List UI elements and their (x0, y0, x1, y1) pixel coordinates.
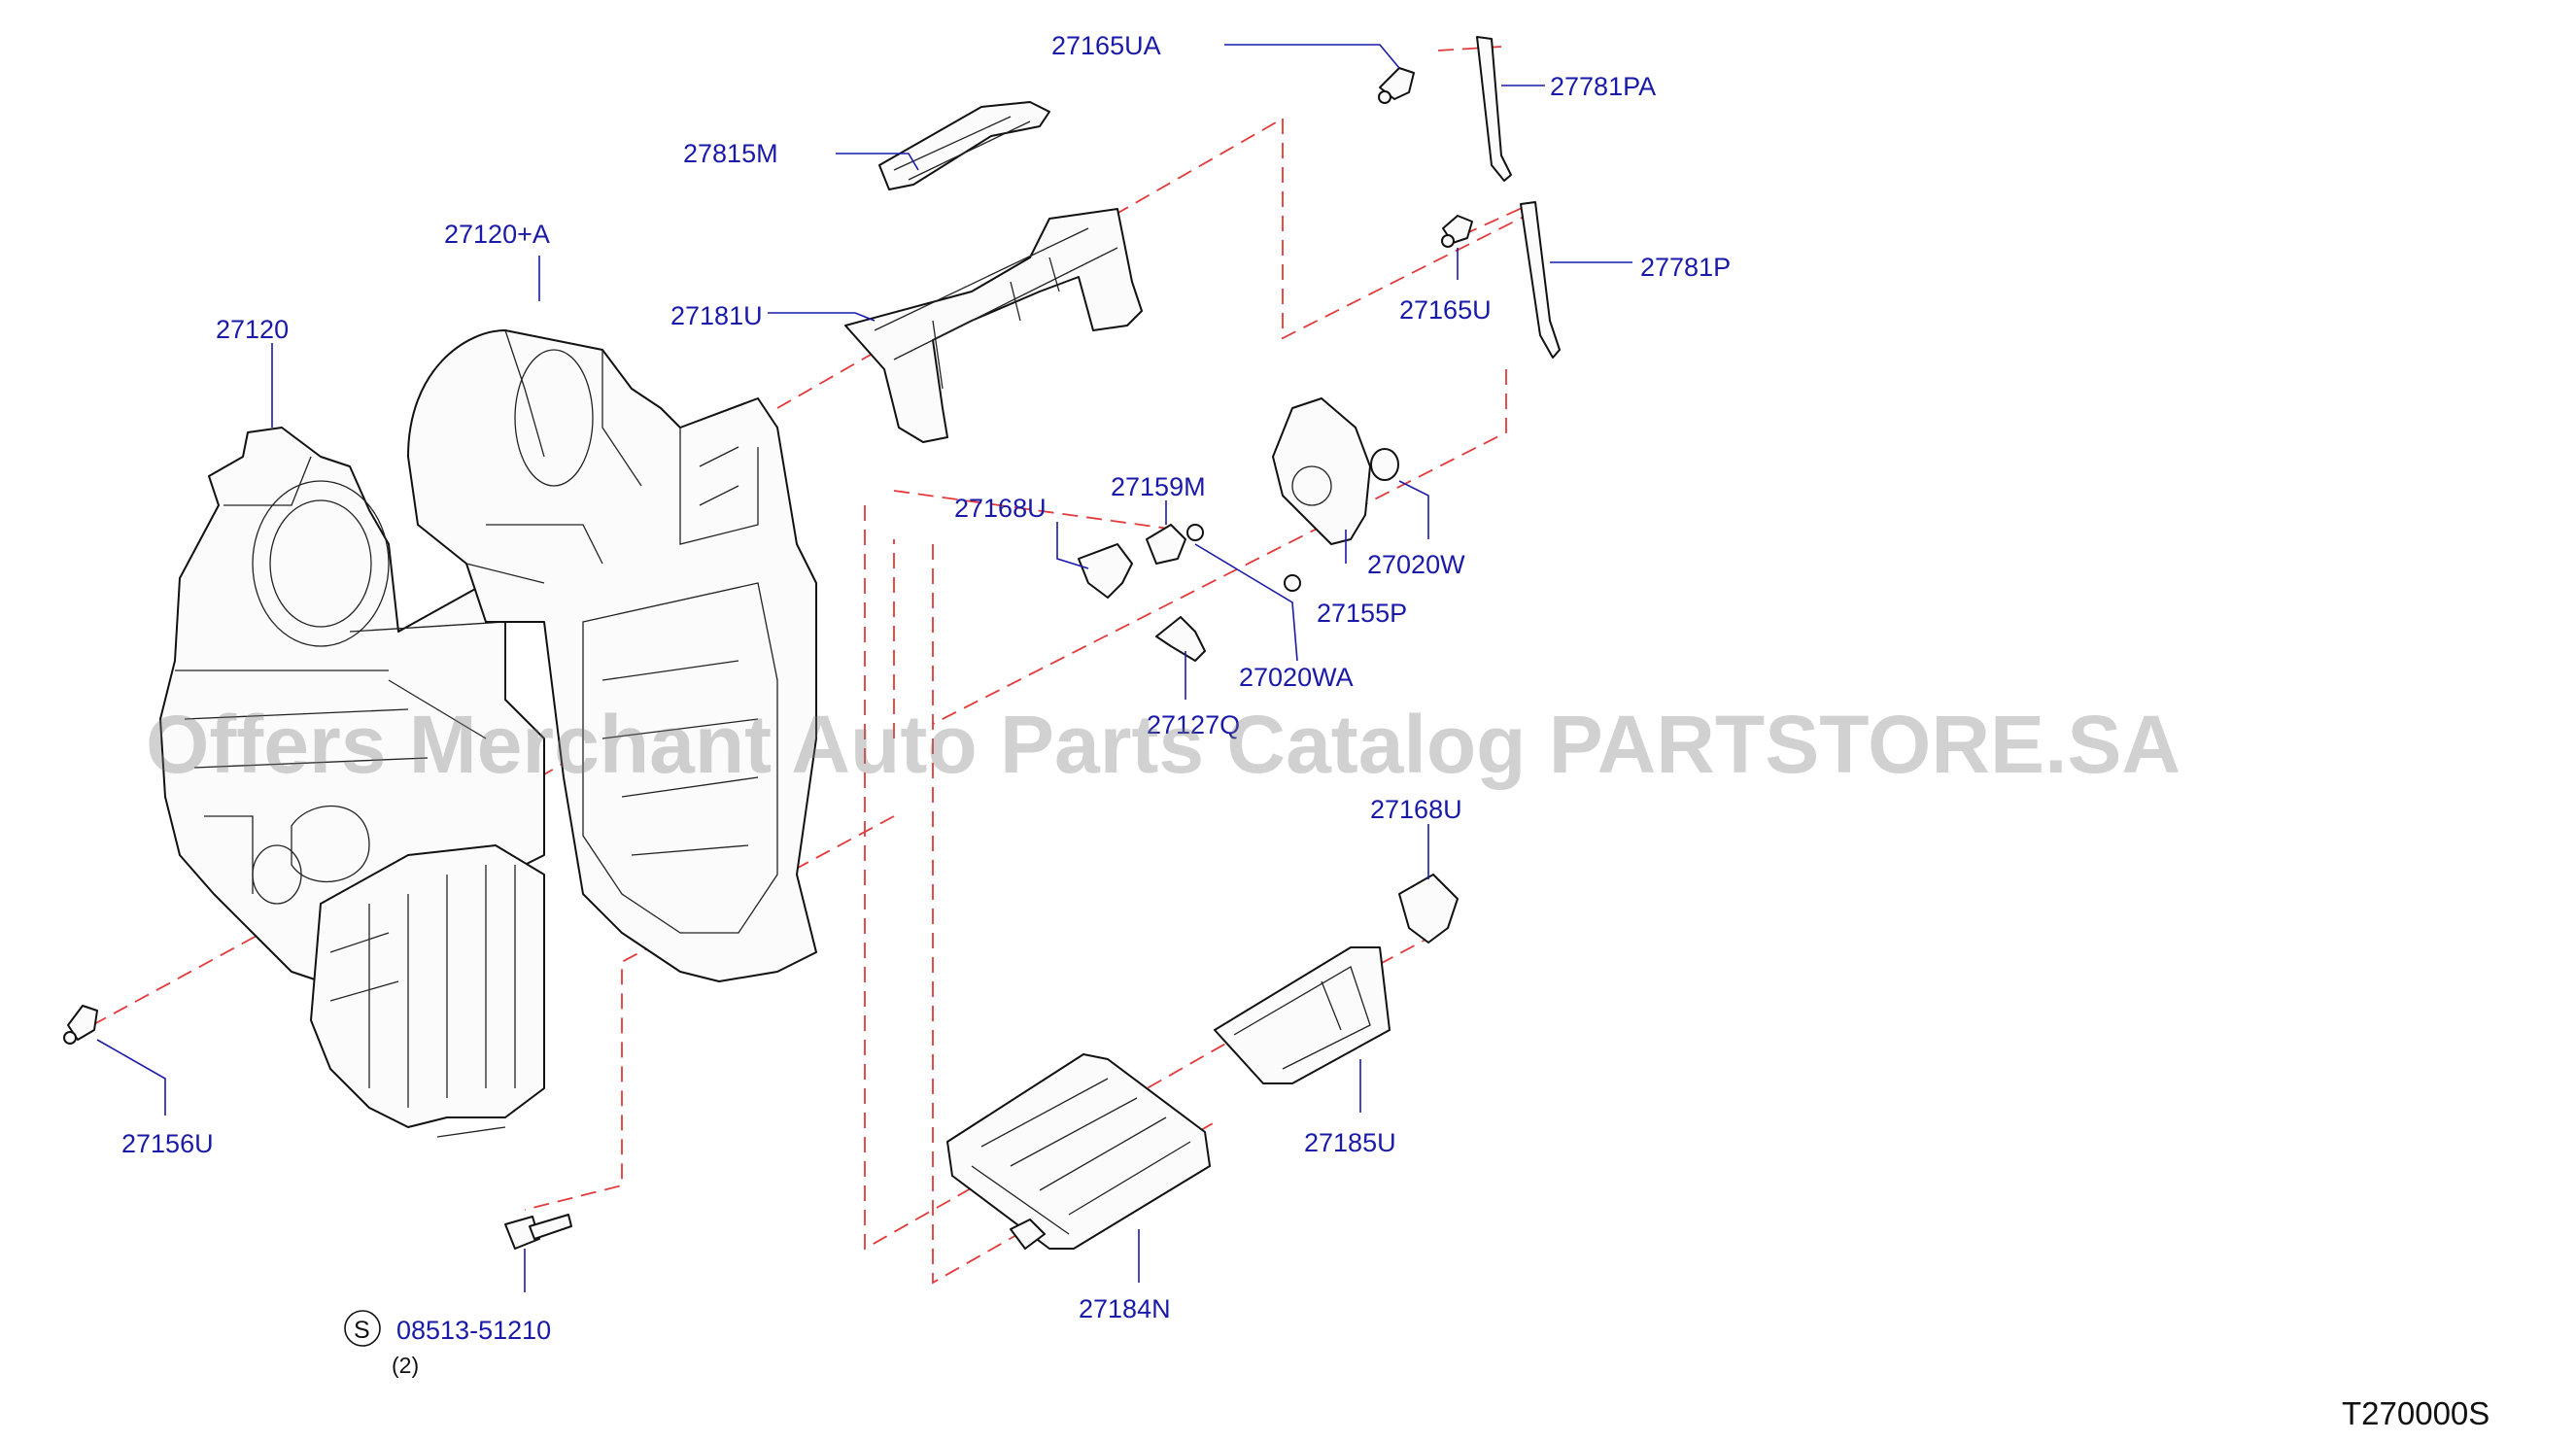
label-27781pa: 27781PA (1550, 72, 1656, 101)
leader-27181u (768, 312, 876, 322)
label-27156u: 27156U (121, 1129, 214, 1158)
clip-27156u (63, 1005, 98, 1045)
leader-27815m (836, 153, 919, 171)
leader-27165ua (1224, 44, 1400, 69)
label-27815m: 27815M (683, 139, 778, 168)
diagram-code: T270000S (2342, 1395, 2490, 1431)
assembly-line-actuator (932, 369, 1507, 725)
label-27184n: 27184N (1079, 1294, 1171, 1323)
cable-27781pa (1476, 36, 1512, 182)
leader-27156u (96, 1039, 166, 1116)
assembly-line-27165u (1461, 203, 1531, 236)
cable-27781p (1520, 201, 1561, 359)
clip-27165u (1441, 215, 1473, 248)
label-27159m: 27159M (1111, 472, 1206, 501)
label-27181u: 27181U (670, 301, 763, 330)
heater-sub-case (310, 844, 545, 1138)
label-27120a: 27120+A (444, 220, 550, 249)
lever-27815m (878, 101, 1050, 190)
leader-27020w (1398, 480, 1429, 539)
label-27168u-top: 27168U (954, 494, 1047, 523)
label-27127q: 27127Q (1147, 710, 1240, 739)
label-27155p: 27155P (1317, 599, 1407, 628)
label-27168u-bottom: 27168U (1370, 795, 1462, 824)
filter-housing-27185u (1214, 946, 1391, 1084)
label-27781p: 27781P (1640, 253, 1731, 282)
screw-symbol-circle (344, 1310, 381, 1347)
screw-08513-51210 (504, 1214, 572, 1250)
actuator-27020w (1272, 397, 1399, 545)
cap-27168u-top (1078, 543, 1133, 599)
leader-27168u-top (1056, 522, 1089, 569)
clip-27165ua (1378, 67, 1415, 104)
label-27165ua: 27165UA (1051, 31, 1161, 60)
label-27020w: 27020W (1367, 550, 1465, 579)
screw-symbol: S (354, 1317, 370, 1344)
assembly-line-filter-a (864, 505, 1293, 1251)
duct-27181u (844, 208, 1143, 443)
part-labels: 27165UA 27781PA 27815M 27120+A 27781P 27… (121, 31, 1731, 1378)
assembly-line-27156u (91, 874, 370, 1026)
assembly-line-cable-upper (1282, 119, 1534, 340)
link-27127q (1155, 616, 1206, 662)
screw-quantity: (2) (392, 1353, 419, 1378)
label-27020wa: 27020WA (1239, 663, 1354, 692)
rod-27159m (1146, 524, 1301, 592)
label-27120: 27120 (216, 315, 289, 344)
label-27185u: 27185U (1304, 1128, 1396, 1157)
filter-27184n (946, 1053, 1211, 1250)
cap-27168u-bottom (1398, 874, 1459, 944)
watermark: Offers Merchant Auto Parts Catalog PARTS… (146, 699, 2181, 790)
label-08513-51210: 08513-51210 (396, 1316, 551, 1345)
leader-lines (96, 44, 1632, 1292)
leader-27020wa (1194, 543, 1298, 662)
label-27165u: 27165U (1399, 295, 1492, 325)
heater-case-27120a (407, 329, 817, 982)
heater-case-27120 (159, 427, 545, 982)
